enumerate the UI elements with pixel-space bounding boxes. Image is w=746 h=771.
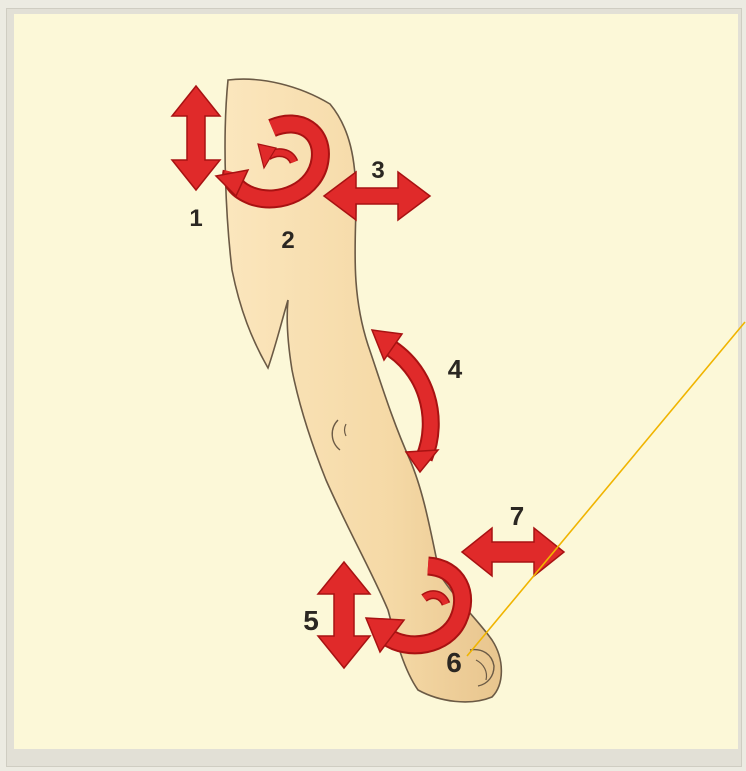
label-5: 5 [303, 605, 319, 636]
label-2: 2 [281, 227, 294, 254]
label-6: 6 [446, 647, 462, 678]
label-4: 4 [448, 354, 463, 384]
arrow-7-horizontal-icon [462, 528, 564, 576]
label-1: 1 [189, 205, 202, 232]
pointer-line [467, 322, 745, 656]
label-3: 3 [371, 157, 384, 184]
arrow-1-elevation-icon [172, 86, 220, 190]
arrow-5-elevation-icon [318, 562, 370, 668]
label-7: 7 [510, 501, 524, 531]
